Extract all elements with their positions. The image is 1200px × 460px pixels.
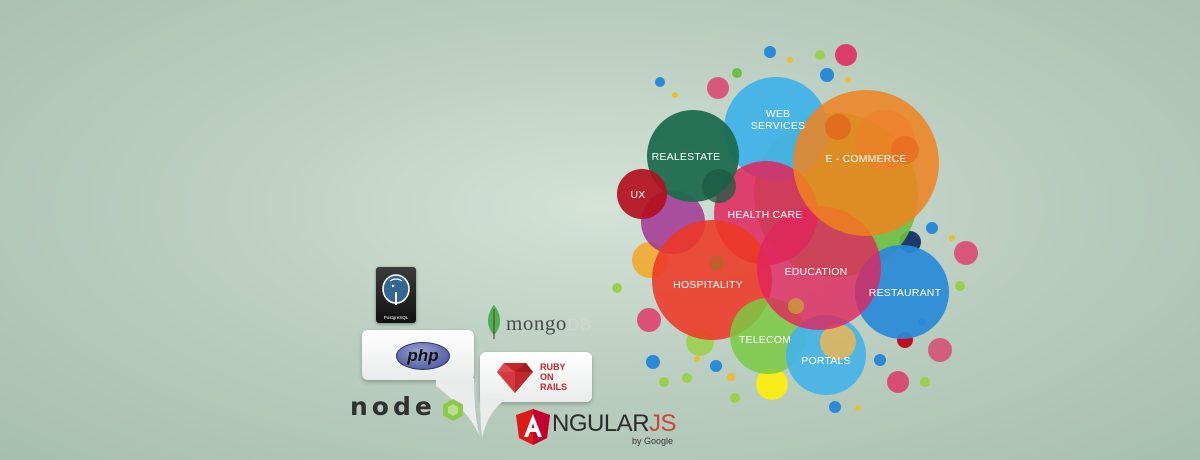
bubble-label-telecom: TELECOM [739,334,791,346]
postgresql-badge: PostgreSQL [376,267,416,323]
php-logo: php [396,342,450,370]
angular-by-google: by Google [632,436,674,446]
rails-panel [480,352,592,402]
bubble-label-hospitality: HOSPITALITY [673,279,743,291]
bubble-label-web-services-2: SERVICES [751,120,806,132]
mongodb-leaf-icon [488,305,500,339]
rails-line-1: RUBY [540,362,566,372]
nodejs-logo: node [350,392,436,421]
angular-shield-icon [516,409,550,445]
bubble-label-realestate: REALESTATE [652,151,721,163]
rails-line-3: RAILS [540,382,567,392]
mongodb-word: mongo [506,311,567,335]
bubble-label-portals: PORTALS [801,355,850,367]
nodejs-hexagon-icon [443,399,463,421]
bubble-label-web-services-1: WEB [766,108,791,120]
bubble-label-health-care: HEALTH CARE [728,209,803,221]
bubble-label-ecommerce: E - COMMERCE [825,153,906,165]
postgresql-label: PostgreSQL [383,315,409,320]
bubble-label-ux: UX [631,189,646,201]
php-panel-tail [436,378,480,436]
ruby-gem-icon [497,363,533,393]
large-bubbles [617,77,949,395]
angular-word: NGULAR [552,410,650,437]
rails-panel-tail [480,398,508,438]
rails-logo-text: RUBY ON RAILS [540,362,567,392]
angularjs-logo: NGULARJS [552,410,677,437]
mongodb-suffix: DB [566,315,592,334]
decorative-dots [612,44,978,413]
postgresql-elephant-icon [382,274,410,305]
bubble-labels: WEB SERVICES REALESTATE E - COMMERCE UX … [631,108,942,367]
bubble-label-restaurant: RESTAURANT [869,287,942,299]
bubble-label-education: EDUCATION [785,266,848,278]
rails-line-2: ON [540,372,554,382]
angular-suffix: JS [649,410,677,437]
mongodb-logo: mongoDB [506,311,591,336]
